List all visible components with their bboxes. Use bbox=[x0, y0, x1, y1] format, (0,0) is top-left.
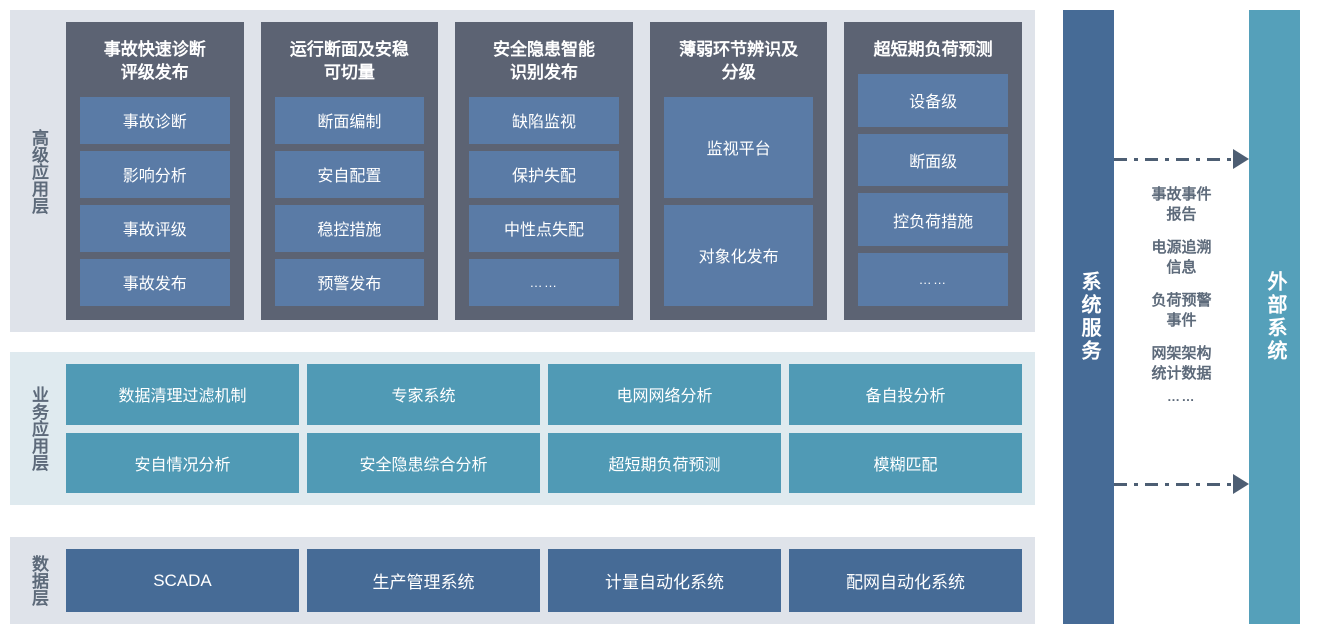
flow-zone: 事故事件 报告 电源追溯 信息 负荷预警 事件 网架架构 统计数据 …… bbox=[1114, 10, 1249, 624]
group-item[interactable]: 安自配置 bbox=[274, 150, 425, 198]
group-item[interactable]: 设备级 bbox=[858, 73, 1008, 127]
dash-dot-line bbox=[1114, 157, 1233, 161]
data-source-item[interactable]: 配网自动化系统 bbox=[789, 549, 1022, 612]
dash-dot-line bbox=[1114, 482, 1233, 486]
group-item-ellipsis[interactable]: …… bbox=[858, 253, 1008, 306]
flow-label-list: 事故事件 报告 电源追溯 信息 负荷预警 事件 网架架构 统计数据 …… bbox=[1114, 185, 1249, 420]
group-item-list: 设备级 断面级 控负荷措施 …… bbox=[858, 73, 1008, 306]
flow-label: 电源追溯 信息 bbox=[1151, 239, 1212, 276]
business-item[interactable]: 备自投分析 bbox=[789, 364, 1022, 425]
group-item[interactable]: 事故发布 bbox=[80, 258, 230, 306]
group-title: 薄弱环节辨识及 分级 bbox=[679, 40, 799, 82]
system-service-column[interactable]: 系统服务 bbox=[1063, 10, 1114, 624]
external-system-column[interactable]: 外部系统 bbox=[1249, 10, 1300, 624]
advanced-application-layer-label: 高级应用层 bbox=[29, 128, 49, 214]
business-application-layer-body: 数据清理过滤机制 专家系统 电网网络分析 备自投分析 安自情况分析 安全隐患综合… bbox=[66, 352, 1035, 505]
flow-label: 网架架构 统计数据 bbox=[1151, 345, 1212, 382]
external-system-label: 外部系统 bbox=[1264, 271, 1286, 363]
data-source-item[interactable]: 生产管理系统 bbox=[307, 549, 540, 612]
arrowhead-right-icon bbox=[1233, 149, 1249, 169]
flow-arrow-top-icon bbox=[1114, 149, 1249, 169]
business-item[interactable]: 数据清理过滤机制 bbox=[66, 364, 299, 425]
data-source-item[interactable]: 计量自动化系统 bbox=[548, 549, 781, 612]
system-service-label: 系统服务 bbox=[1078, 271, 1100, 363]
group-item[interactable]: 保护失配 bbox=[469, 150, 619, 198]
group-card-load-forecast[interactable]: 超短期负荷预测 设备级 断面级 控负荷措施 …… bbox=[844, 22, 1022, 320]
business-item[interactable]: 安全隐患综合分析 bbox=[307, 432, 540, 493]
group-item[interactable]: 控负荷措施 bbox=[858, 193, 1008, 247]
business-item[interactable]: 超短期负荷预测 bbox=[548, 432, 781, 493]
group-card-weak-link[interactable]: 薄弱环节辨识及 分级 监视平台 对象化发布 bbox=[649, 22, 828, 320]
group-card-accident-diagnosis[interactable]: 事故快速诊断 评级发布 事故诊断 影响分析 事故评级 事故发布 bbox=[66, 22, 244, 320]
advanced-application-layer: 高级应用层 事故快速诊断 评级发布 事故诊断 影响分析 事故评级 事故发布 运行… bbox=[10, 10, 1035, 332]
group-item-list: 断面编制 安自配置 稳控措施 预警发布 bbox=[274, 96, 425, 306]
group-item[interactable]: 事故诊断 bbox=[80, 96, 230, 144]
business-row: 数据清理过滤机制 专家系统 电网网络分析 备自投分析 bbox=[66, 364, 1022, 425]
group-title: 安全隐患智能 识别发布 bbox=[492, 40, 595, 82]
business-application-layer: 业务应用层 数据清理过滤机制 专家系统 电网网络分析 备自投分析 安自情况分析 … bbox=[10, 352, 1035, 505]
data-source-item[interactable]: SCADA bbox=[66, 549, 299, 612]
flow-label-ellipsis: …… bbox=[1167, 389, 1196, 404]
group-item[interactable]: 影响分析 bbox=[80, 150, 230, 198]
group-title: 超短期负荷预测 bbox=[873, 40, 993, 59]
group-item-list: 监视平台 对象化发布 bbox=[663, 96, 814, 306]
group-item[interactable]: 断面级 bbox=[858, 133, 1008, 187]
data-layer-body: SCADA 生产管理系统 计量自动化系统 配网自动化系统 bbox=[66, 537, 1035, 624]
group-item[interactable]: 稳控措施 bbox=[274, 204, 425, 252]
business-application-layer-label: 业务应用层 bbox=[29, 386, 49, 471]
group-item[interactable]: 缺陷监视 bbox=[469, 96, 619, 144]
group-item[interactable]: 事故评级 bbox=[80, 204, 230, 252]
flow-label: 负荷预警 事件 bbox=[1151, 292, 1212, 329]
integration-area: 系统服务 事故事件 报告 电源追溯 信息 负荷预警 事件 网架架构 统计数据 …… bbox=[1063, 0, 1322, 638]
arrowhead-right-icon bbox=[1233, 474, 1249, 494]
data-layer: 数据层 SCADA 生产管理系统 计量自动化系统 配网自动化系统 bbox=[10, 537, 1035, 624]
advanced-application-layer-body: 事故快速诊断 评级发布 事故诊断 影响分析 事故评级 事故发布 运行断面及安稳 … bbox=[66, 10, 1035, 332]
group-card-safety-hazard[interactable]: 安全隐患智能 识别发布 缺陷监视 保护失配 中性点失配 …… bbox=[455, 22, 633, 320]
business-item[interactable]: 专家系统 bbox=[307, 364, 540, 425]
flow-label: 事故事件 报告 bbox=[1151, 186, 1212, 223]
business-row: 安自情况分析 安全隐患综合分析 超短期负荷预测 模糊匹配 bbox=[66, 432, 1022, 493]
business-item[interactable]: 安自情况分析 bbox=[66, 432, 299, 493]
group-item[interactable]: 预警发布 bbox=[274, 258, 425, 306]
group-item[interactable]: 监视平台 bbox=[663, 96, 814, 198]
group-item[interactable]: 断面编制 bbox=[274, 96, 425, 144]
group-card-operating-section[interactable]: 运行断面及安稳 可切量 断面编制 安自配置 稳控措施 预警发布 bbox=[260, 22, 439, 320]
layer-stack: 高级应用层 事故快速诊断 评级发布 事故诊断 影响分析 事故评级 事故发布 运行… bbox=[10, 10, 1035, 624]
group-item[interactable]: 对象化发布 bbox=[663, 204, 814, 306]
data-layer-label: 数据层 bbox=[29, 555, 49, 606]
group-title: 事故快速诊断 评级发布 bbox=[103, 40, 206, 82]
flow-arrow-bottom-icon bbox=[1114, 474, 1249, 494]
group-title: 运行断面及安稳 可切量 bbox=[289, 40, 409, 82]
group-item[interactable]: 中性点失配 bbox=[469, 204, 619, 252]
business-item[interactable]: 模糊匹配 bbox=[789, 432, 1022, 493]
group-item-list: 事故诊断 影响分析 事故评级 事故发布 bbox=[80, 96, 230, 306]
group-item-list: 缺陷监视 保护失配 中性点失配 …… bbox=[469, 96, 619, 306]
business-item[interactable]: 电网网络分析 bbox=[548, 364, 781, 425]
group-item-ellipsis[interactable]: …… bbox=[469, 258, 619, 306]
